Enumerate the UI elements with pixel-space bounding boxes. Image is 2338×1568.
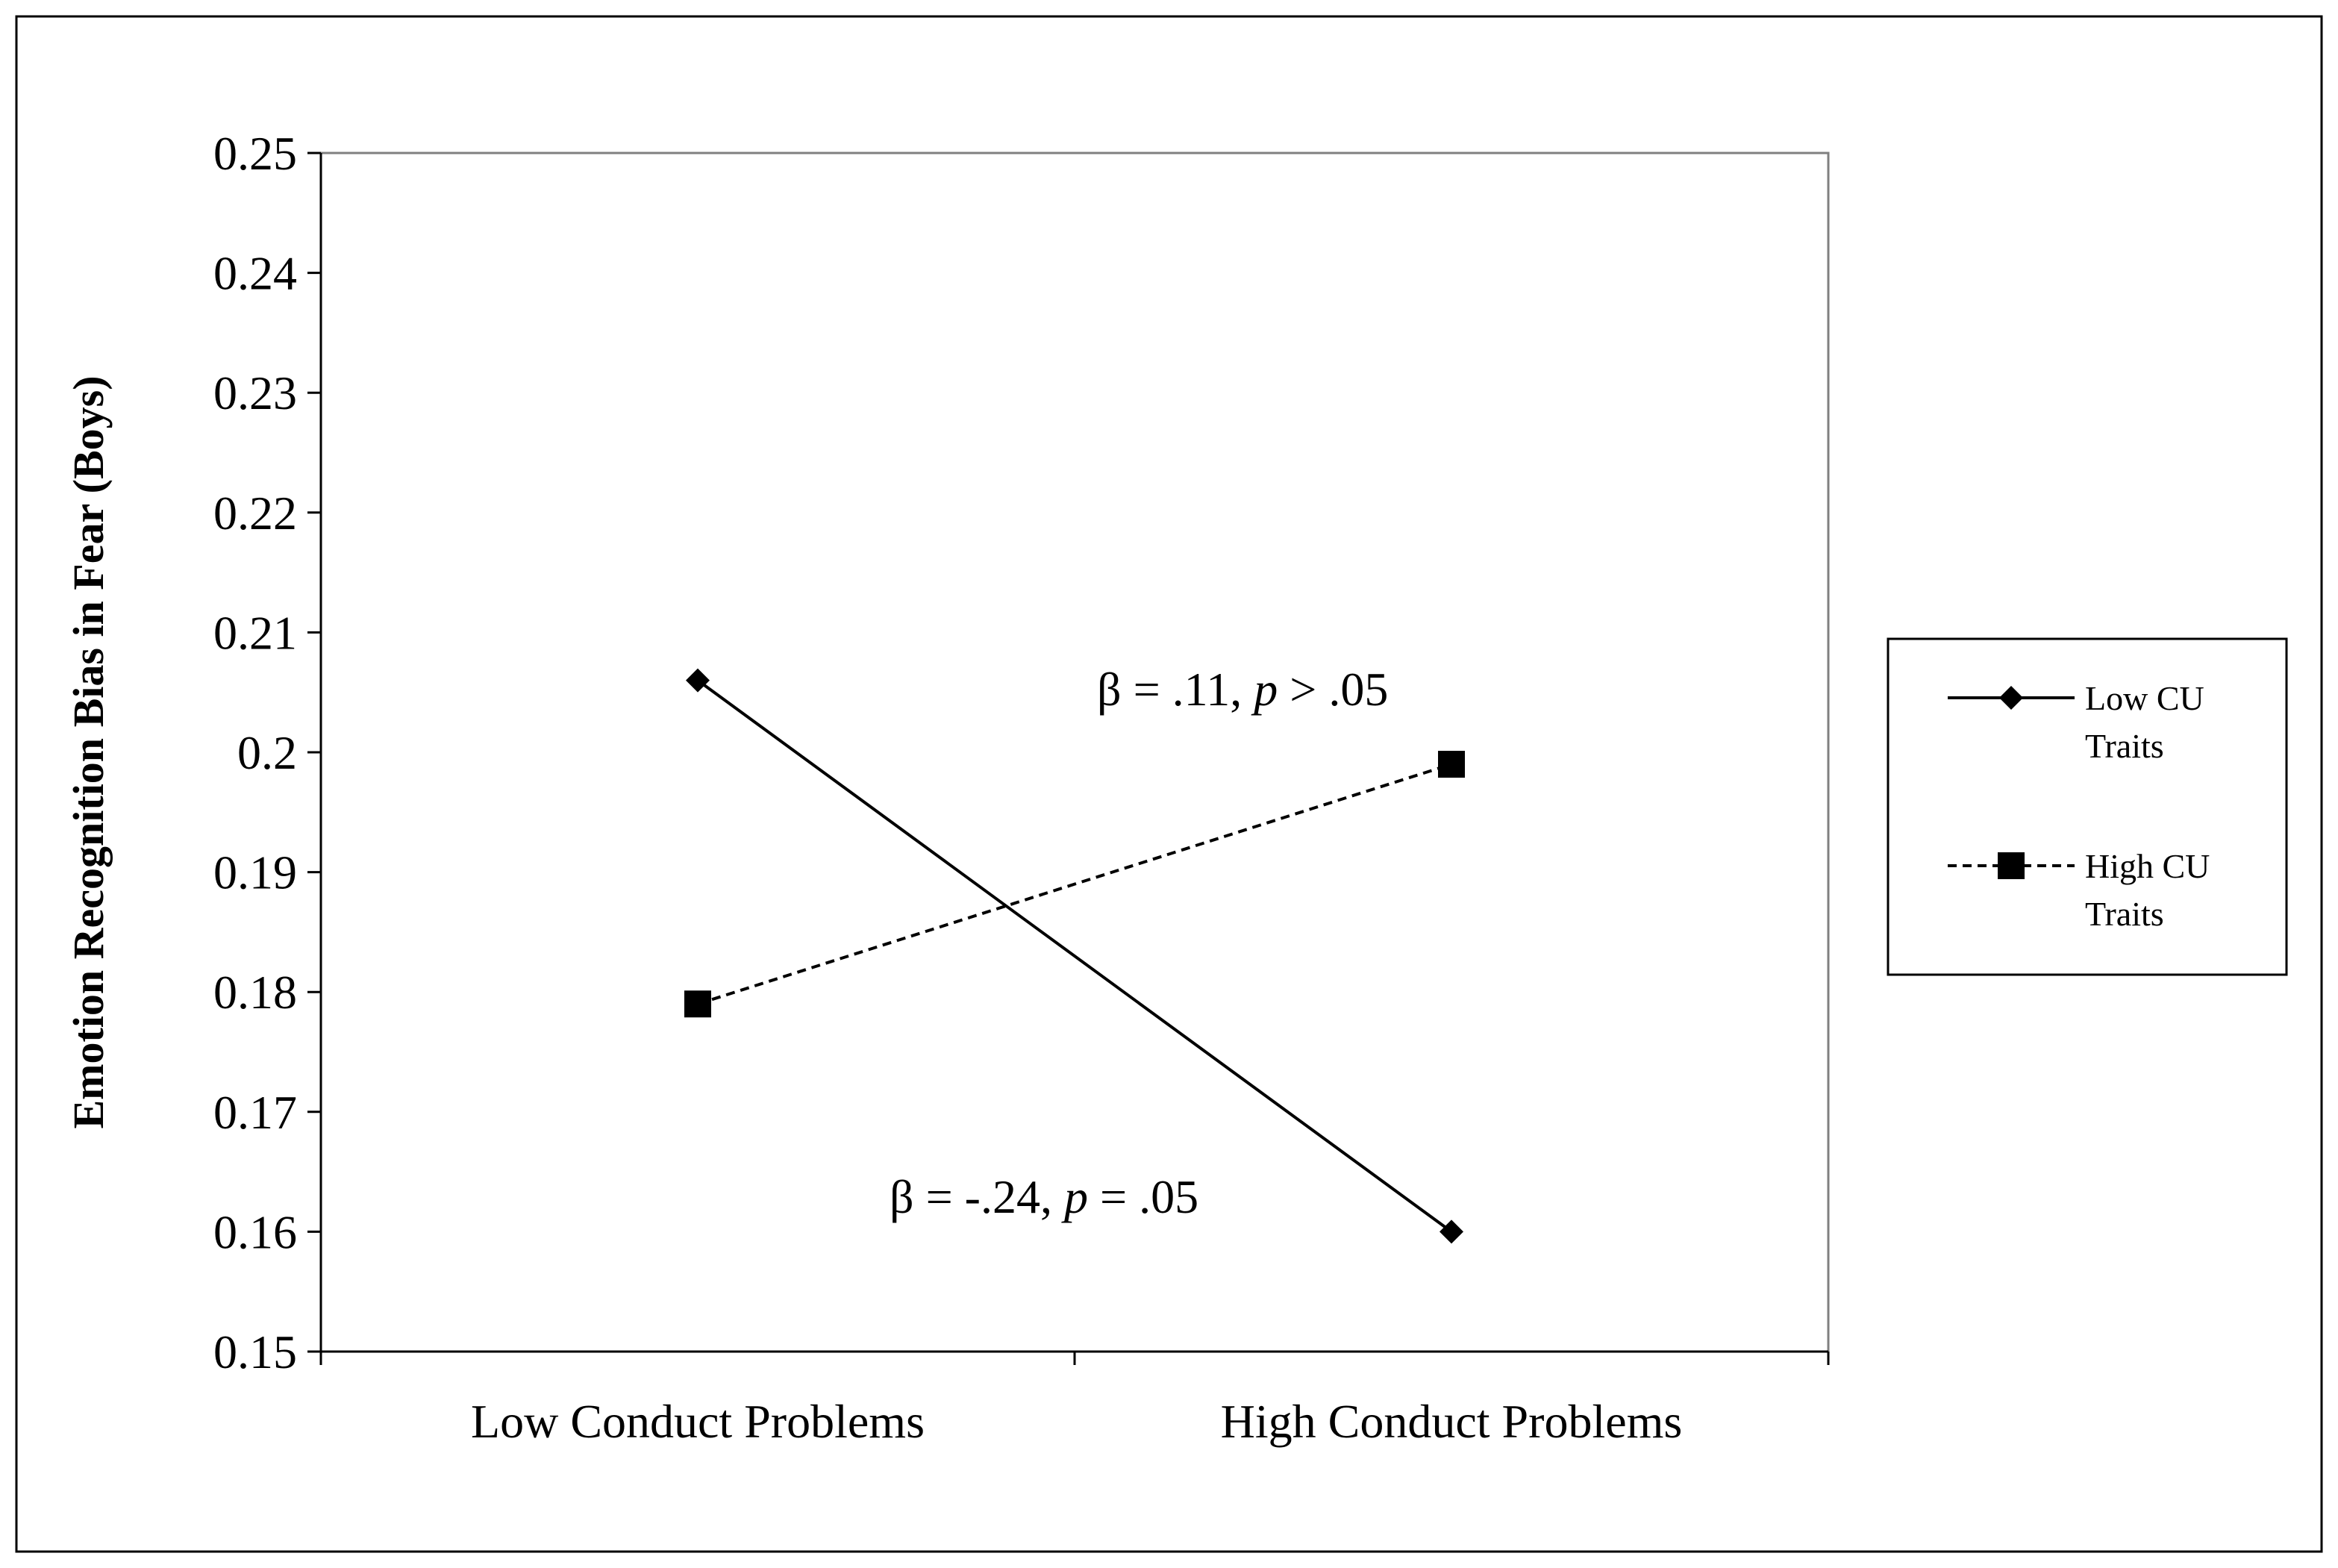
y-tick-label: 0.24 — [213, 247, 297, 300]
legend-entry-1: Low CU Traits — [1948, 679, 2204, 765]
legend-diamond-marker — [1999, 686, 2023, 710]
y-tick-label: 0.25 — [213, 127, 297, 180]
legend-label: Traits — [2085, 895, 2164, 933]
plot-area — [319, 152, 1830, 1353]
y-axis-title: Emotion Recognition Bias in Fear (Boys) — [64, 375, 113, 1128]
x-category-label: Low Conduct Problems — [471, 1395, 925, 1448]
y-tick-label: 0.18 — [213, 966, 297, 1019]
annotation-part: = .05 — [1088, 1170, 1198, 1223]
x-axis: Low Conduct Problems High Conduct Problem… — [319, 1350, 1830, 1448]
y-axis: 0.15 0.16 0.17 0.18 0.19 0.2 0.21 0.22 0.23 0.24 0… — [213, 127, 322, 1378]
slope-annotation: β = -.24, p = .05 — [890, 1170, 1198, 1223]
square-marker — [684, 990, 711, 1018]
annotation-layer: β = .11, p > .05 β = -.24, p = .05 — [890, 663, 1388, 1223]
series-2 — [684, 751, 1465, 1018]
series-1 — [686, 668, 1463, 1244]
y-tick-label: 0.2 — [237, 726, 297, 779]
y-tick-label: 0.16 — [213, 1205, 297, 1258]
annotation-part: p — [1061, 1170, 1088, 1223]
y-tick-label: 0.15 — [213, 1325, 297, 1378]
annotation-part: β = -.24, — [890, 1170, 1064, 1223]
series-line — [696, 679, 1453, 1234]
annotation-part: p — [1251, 663, 1278, 716]
y-tick-label: 0.21 — [213, 606, 297, 659]
y-tick-label: 0.22 — [213, 487, 297, 540]
diamond-marker — [686, 668, 710, 693]
annotation-part: > .05 — [1278, 663, 1388, 716]
legend-entry-2: High CU Traits — [1948, 847, 2210, 933]
annotation-part: β = .11, — [1097, 663, 1254, 716]
legend-square-marker — [1998, 852, 2025, 879]
legend-box — [1887, 637, 2288, 976]
legend-label: Traits — [2085, 727, 2164, 765]
x-category-label: High Conduct Problems — [1221, 1395, 1683, 1448]
y-tick-label: 0.19 — [213, 846, 297, 899]
square-marker — [1438, 751, 1465, 778]
series-line — [697, 763, 1452, 1006]
y-tick-label: 0.23 — [213, 366, 297, 419]
slope-annotation: β = .11, p > .05 — [1097, 663, 1388, 716]
y-tick-label: 0.17 — [213, 1086, 297, 1139]
legend-label: High CU — [2085, 847, 2210, 885]
diamond-marker — [1440, 1219, 1463, 1244]
series-layer — [684, 668, 1465, 1244]
legend-label: Low CU — [2085, 679, 2204, 717]
